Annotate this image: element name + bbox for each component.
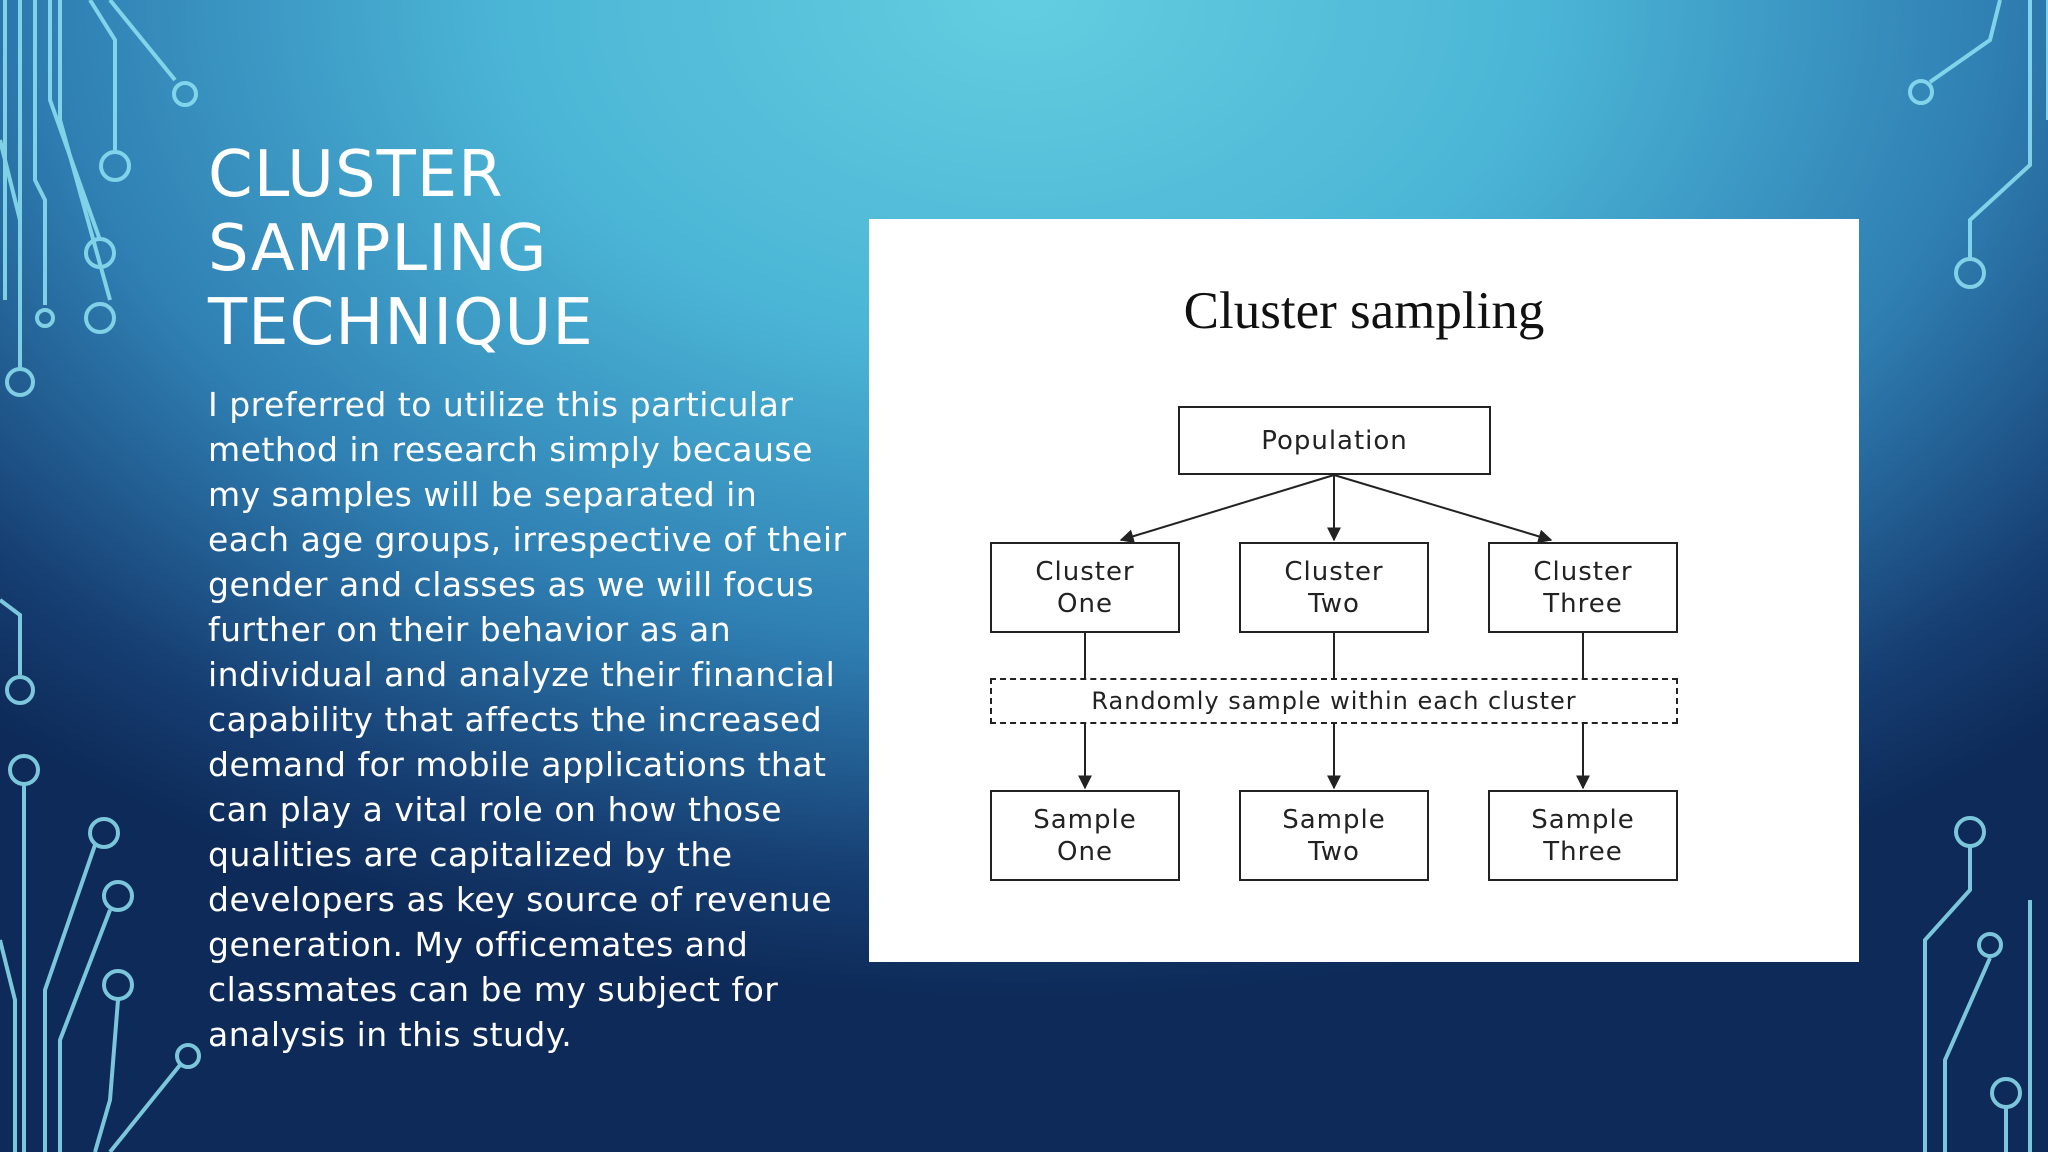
diagram-panel: Cluster sampling Population Cluster One … [869,219,1859,962]
slide-title-line: SAMPLING [208,212,548,286]
cluster-node-two: Cluster Two [1239,542,1429,633]
slide-title: CLUSTER SAMPLING TECHNIQUE [208,138,594,360]
population-label: Population [1261,425,1408,456]
sample-node-three: Sample Three [1488,790,1678,881]
sample-label: Sample Two [1282,804,1386,867]
cluster-node-one: Cluster One [990,542,1180,633]
population-node: Population [1178,406,1491,475]
slide-body-text: I preferred to utilize this particular m… [208,385,847,1054]
diagram-connectors [1078,474,1590,790]
sample-node-two: Sample Two [1239,790,1429,881]
diagram-title: Cluster sampling [1183,282,1545,340]
cluster-label: Cluster One [1035,556,1135,619]
cluster-node-three: Cluster Three [1488,542,1678,633]
cluster-label: Cluster Three [1533,556,1633,619]
cluster-label: Cluster Two [1284,556,1384,619]
sample-node-one: Sample One [990,790,1180,881]
slide-title-line: TECHNIQUE [208,286,594,360]
sample-label: Sample One [1033,804,1137,867]
sample-label: Sample Three [1531,804,1635,867]
random-sample-label: Randomly sample within each cluster [1091,687,1577,715]
slide-title-line: CLUSTER [208,138,504,212]
random-sample-process: Randomly sample within each cluster [990,678,1678,724]
